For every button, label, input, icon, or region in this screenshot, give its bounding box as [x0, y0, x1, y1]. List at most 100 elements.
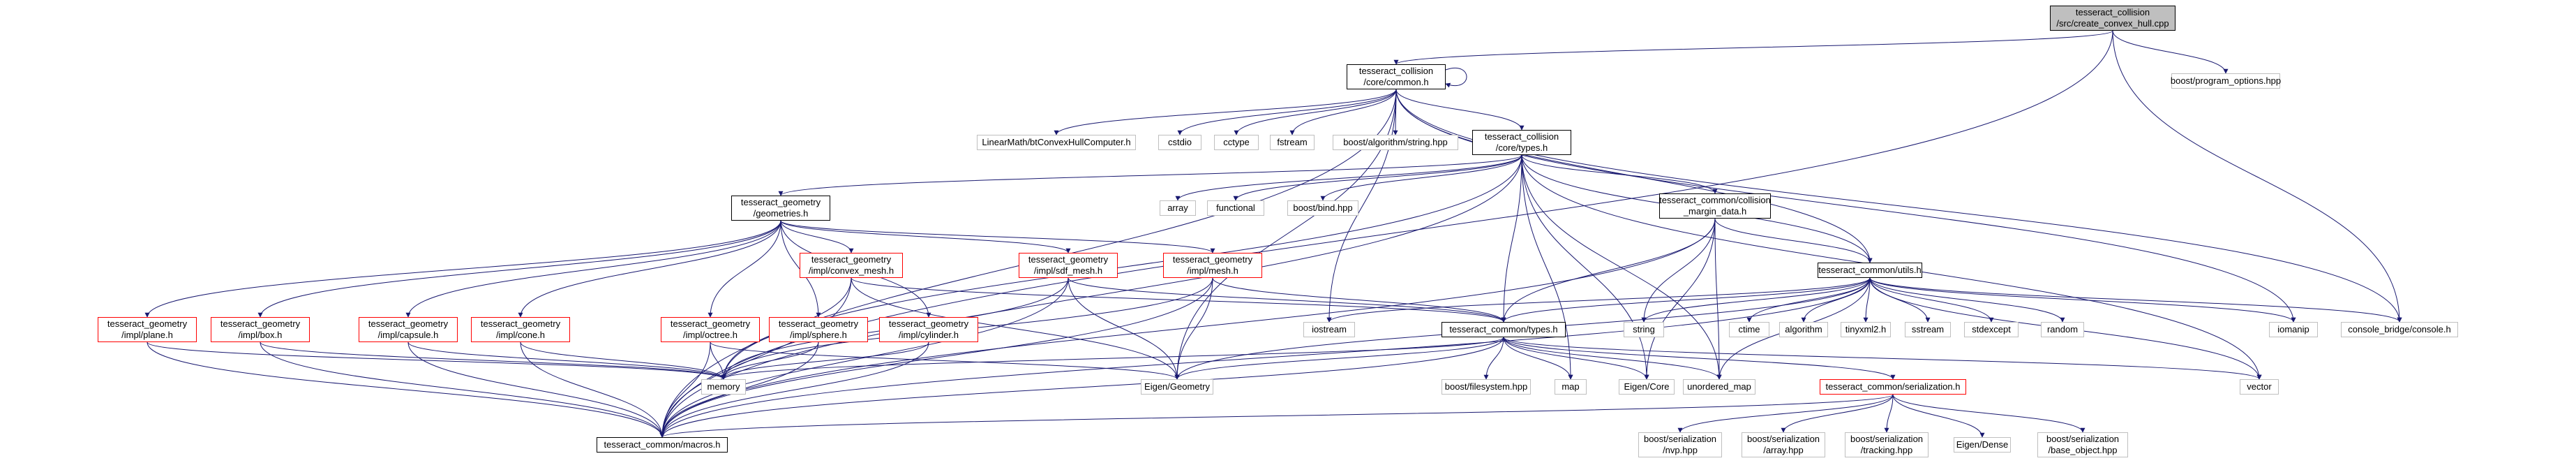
node-box[interactable]: tesseract_geometry /impl/box.h: [211, 317, 310, 342]
node-ser-array[interactable]: boost/serialization /array.hpp: [1742, 432, 1825, 457]
edge-common-types-to-boost-filesystem: [1483, 337, 1504, 380]
edge-common-types-to-memory: [721, 337, 1504, 380]
edge-geometries-to-mesh: [780, 220, 1215, 253]
edge-types-to-common-types: [1501, 154, 1522, 323]
edge-utils-to-console-bridge: [1869, 277, 2402, 323]
edge-common-types-to-eigen-geometry: [1174, 337, 1504, 380]
node-common-types[interactable]: tesseract_common/types.h: [1441, 322, 1566, 337]
node-plane[interactable]: tesseract_geometry /impl/plane.h: [98, 317, 197, 342]
node-console-bridge[interactable]: console_bridge/console.h: [2341, 322, 2458, 337]
node-geometries[interactable]: tesseract_geometry /geometries.h: [731, 196, 830, 221]
edge-common-types-to-unordered-map: [1503, 337, 1722, 380]
node-cylinder[interactable]: tesseract_geometry /impl/cylinder.h: [879, 317, 978, 342]
edge-common-types-to-map: [1503, 337, 1573, 380]
node-tinyxml2[interactable]: tinyxml2.h: [1841, 322, 1891, 337]
edge-convex-mesh-to-common-types: [851, 277, 1506, 323]
edge-common-to-fstream: [1289, 89, 1397, 135]
node-array[interactable]: array: [1160, 200, 1196, 216]
node-linearmath[interactable]: LinearMath/btConvexHullComputer.h: [977, 135, 1136, 150]
node-cone[interactable]: tesseract_geometry /impl/cone.h: [471, 317, 570, 342]
edge-types-to-geometries: [778, 154, 1522, 196]
edge-types-to-unordered-map: [1521, 154, 1722, 380]
edge-capsule-to-macros: [407, 341, 665, 438]
node-vector[interactable]: vector: [2240, 379, 2279, 395]
edge-margin-to-string: [1641, 218, 1716, 323]
node-boost-filesystem[interactable]: boost/filesystem.hpp: [1441, 379, 1531, 395]
edge-utils-to-sstream: [1869, 277, 1931, 323]
edge-cone-to-memory: [520, 341, 726, 380]
node-base-object[interactable]: boost/serialization /base_object.hpp: [2037, 432, 2128, 457]
edge-utils-to-algorithm: [1801, 277, 1871, 323]
node-cctype[interactable]: cctype: [1214, 135, 1259, 150]
edge-root-to-program-options: [2112, 30, 2229, 74]
node-tracking[interactable]: boost/serialization /tracking.hpp: [1845, 432, 1929, 457]
node-margin[interactable]: tesseract_common/collision _margin_data.…: [1659, 193, 1771, 219]
edge-common-to-iostream: [1326, 89, 1397, 323]
node-octree[interactable]: tesseract_geometry /impl/octree.h: [661, 317, 760, 342]
node-stdexcept[interactable]: stdexcept: [1964, 322, 2019, 337]
edge-types-to-map: [1521, 154, 1573, 380]
edge-utils-to-tinyxml2: [1863, 277, 1871, 323]
node-boost-string[interactable]: boost/algorithm/string.hpp: [1333, 135, 1458, 150]
edge-geometries-to-box: [257, 220, 781, 318]
node-program-options[interactable]: boost/program_options.hpp: [2171, 73, 2281, 89]
edge-margin-to-unordered-map: [1714, 218, 1722, 380]
edge-root-to-common: [1393, 30, 2113, 65]
edge-serialization-to-eigen-dense: [1892, 394, 1985, 438]
node-string[interactable]: string: [1624, 322, 1664, 337]
node-root[interactable]: tesseract_collision /src/create_convex_h…: [2050, 6, 2176, 31]
node-capsule[interactable]: tesseract_geometry /impl/capsule.h: [359, 317, 458, 342]
node-eigen-core[interactable]: Eigen/Core: [1619, 379, 1675, 395]
node-serialization[interactable]: tesseract_common/serialization.h: [1820, 379, 1966, 395]
node-eigen-dense[interactable]: Eigen/Dense: [1954, 437, 2011, 453]
node-utils[interactable]: tesseract_common/utils.h: [1818, 263, 1922, 278]
edge-serialization-to-tracking: [1884, 394, 1894, 433]
edge-common-types-to-macros: [659, 337, 1504, 438]
edge-geometries-to-capsule: [405, 220, 781, 318]
node-functional[interactable]: functional: [1207, 200, 1264, 216]
edge-common-to-cctype: [1234, 89, 1397, 135]
edge-cone-to-macros: [520, 341, 665, 438]
node-iomanip[interactable]: iomanip: [2269, 322, 2318, 337]
edge-types-to-margin: [1521, 154, 1718, 194]
node-boost-bind[interactable]: boost/bind.hpp: [1287, 200, 1358, 216]
node-algorithm[interactable]: algorithm: [1779, 322, 1828, 337]
edge-common-to-cstdio: [1177, 89, 1397, 135]
node-macros[interactable]: tesseract_common/macros.h: [597, 437, 728, 453]
edge-serialization-to-base-object: [1892, 394, 2085, 433]
node-memory[interactable]: memory: [701, 379, 746, 395]
edge-mesh-to-eigen-geometry: [1174, 277, 1213, 380]
edge-octree-to-eigen-geometry: [710, 341, 1180, 380]
node-convex-mesh[interactable]: tesseract_geometry /impl/convex_mesh.h: [800, 253, 903, 278]
node-mesh[interactable]: tesseract_geometry /impl/mesh.h: [1163, 253, 1262, 278]
node-random[interactable]: random: [2041, 322, 2084, 337]
edge-box-to-memory: [260, 341, 726, 380]
node-iostream[interactable]: iostream: [1303, 322, 1355, 337]
edge-mesh-to-macros: [659, 277, 1213, 438]
node-nvp[interactable]: boost/serialization /nvp.hpp: [1638, 432, 1722, 457]
node-fstream[interactable]: fstream: [1270, 135, 1315, 150]
node-map[interactable]: map: [1555, 379, 1587, 395]
edge-octree-to-macros: [659, 341, 711, 438]
node-cstdio[interactable]: cstdio: [1158, 135, 1201, 150]
node-types[interactable]: tesseract_collision /core/types.h: [1472, 130, 1571, 155]
edge-utils-to-string: [1641, 277, 1871, 323]
node-common[interactable]: tesseract_collision /core/common.h: [1347, 64, 1446, 89]
edge-root-to-console-bridge: [2112, 30, 2402, 323]
node-eigen-geometry[interactable]: Eigen/Geometry: [1141, 379, 1213, 395]
edge-common-types-to-vector: [1503, 337, 2262, 380]
edge-margin-to-utils: [1714, 218, 1873, 263]
node-unordered-map[interactable]: unordered_map: [1683, 379, 1755, 395]
node-sstream[interactable]: sstream: [1905, 322, 1951, 337]
edge-geometries-to-sdf-mesh: [780, 220, 1071, 253]
edge-utils-to-macros: [659, 277, 1871, 438]
edge-common-to-eigen-geometry: [1174, 89, 1397, 380]
node-ctime[interactable]: ctime: [1729, 322, 1769, 337]
edge-common-to-types: [1395, 89, 1525, 131]
node-sphere[interactable]: tesseract_geometry /impl/sphere.h: [769, 317, 868, 342]
edge-plane-to-macros: [147, 341, 665, 438]
node-sdf-mesh[interactable]: tesseract_geometry /impl/sdf_mesh.h: [1019, 253, 1118, 278]
edge-geometries-to-octree: [707, 220, 781, 318]
edge-common-types-to-serialization: [1503, 337, 1896, 380]
